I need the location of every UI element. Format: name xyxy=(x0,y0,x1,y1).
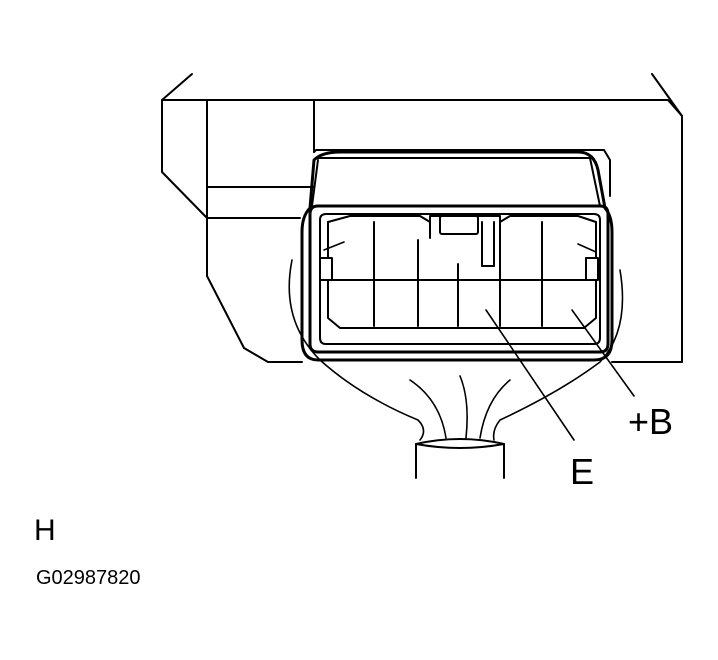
figure-code-label: G02987820 xyxy=(36,567,141,589)
leader-tick-b xyxy=(577,243,597,253)
leader-lines xyxy=(323,241,635,441)
connector-shell xyxy=(300,150,614,362)
connector-face xyxy=(308,204,610,354)
leader-tick-left xyxy=(323,241,345,251)
leader-line-e xyxy=(485,309,575,441)
ground-terminal-label: E xyxy=(570,451,594,492)
component-housing xyxy=(161,73,683,363)
wire-harness xyxy=(288,259,624,479)
positive-terminal-label: +B xyxy=(628,401,673,442)
leader-line-b xyxy=(571,309,635,397)
view-letter-label: H xyxy=(34,514,56,547)
